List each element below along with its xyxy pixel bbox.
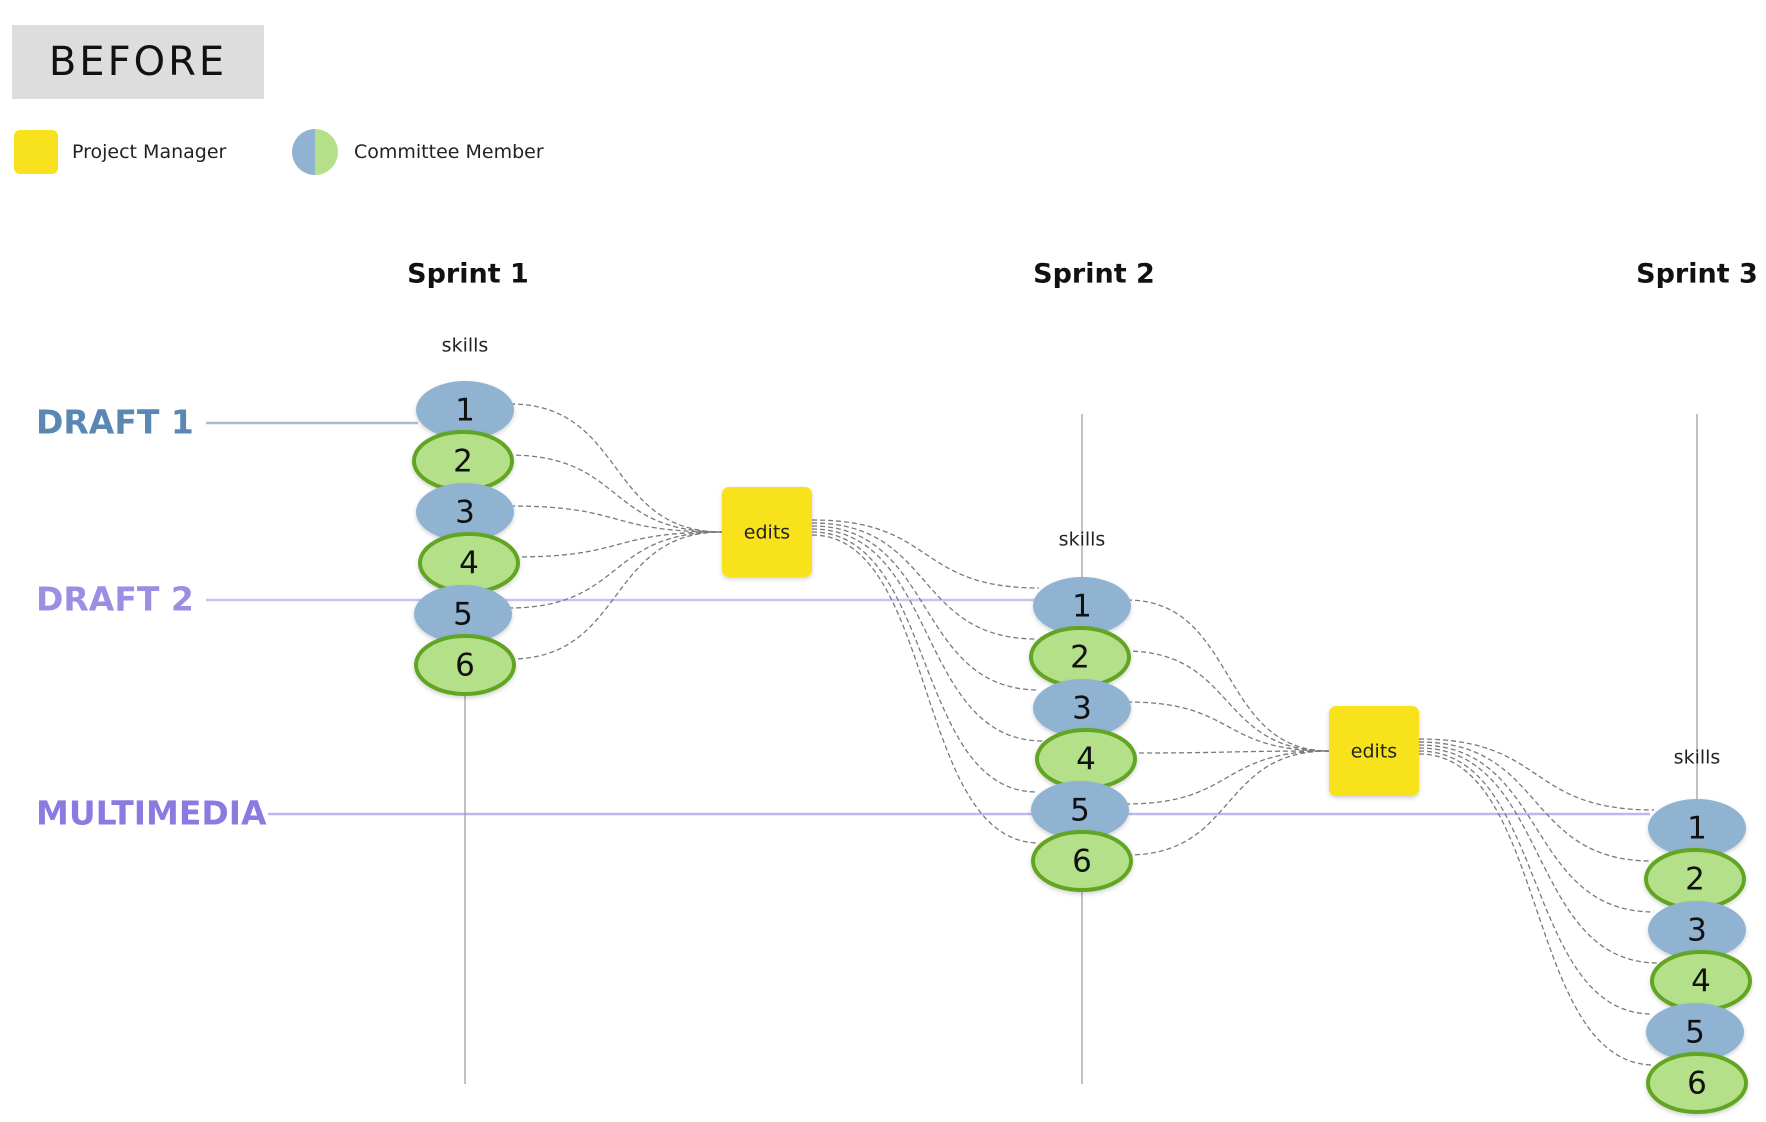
sprint-2-title: Sprint 2 — [1033, 259, 1155, 290]
before-title-box: BEFORE — [12, 25, 264, 99]
sprint-1-edits-label: edits — [744, 522, 790, 544]
sprint-2-edits-label: edits — [1351, 741, 1397, 763]
sprint-2-skills-label: skills — [1059, 529, 1106, 551]
connector-edits-2-to-sprint-3-member-6 — [1418, 753, 1655, 1066]
sprint-3-member-6-node — [1646, 1052, 1748, 1114]
legend-committee-member-label: Committee Member — [354, 141, 544, 163]
sprint-2-member-3-node — [1033, 679, 1131, 737]
sprint-1-member-5-label: 5 — [453, 597, 473, 633]
sprint-3-member-5-label: 5 — [1685, 1015, 1705, 1051]
sprint-3-title: Sprint 3 — [1636, 259, 1758, 290]
sprint-1-member-3-label: 3 — [455, 495, 475, 531]
sprint-1-member-5-node — [414, 585, 512, 643]
layer-nodes — [412, 381, 1752, 1114]
sprint-3-member-3-label: 3 — [1687, 913, 1707, 949]
legend-project-manager-label: Project Manager — [72, 141, 227, 163]
sprint-3-member-4-label: 4 — [1691, 964, 1711, 1000]
sprint-1-member-4-label: 4 — [459, 546, 479, 582]
connector-sprint-1-member-2-to-edits — [507, 454, 723, 533]
sprint-1-member-6-label: 6 — [455, 648, 475, 684]
connector-sprint-2-member-4-to-edits — [1130, 750, 1330, 754]
connector-edits-1-to-sprint-2-member-4 — [811, 528, 1044, 742]
project-manager-swatch — [14, 130, 58, 174]
connector-edits-2-to-sprint-3-member-1 — [1418, 738, 1655, 811]
connector-sprint-1-member-5-to-edits — [507, 531, 723, 609]
sprint-3-member-1-node — [1648, 799, 1746, 857]
sprint-3-member-6-label: 6 — [1687, 1066, 1707, 1102]
sprint-2-member-3-label: 3 — [1072, 691, 1092, 727]
connector-sprint-1-member-1-to-edits — [509, 403, 723, 533]
connector-edits-2-to-sprint-3-member-4 — [1418, 747, 1659, 964]
connector-sprint-1-member-3-to-edits — [509, 505, 723, 533]
sprint-2-member-1-node — [1033, 577, 1131, 635]
connector-sprint-1-member-6-to-edits — [509, 531, 723, 660]
connector-sprint-2-member-1-to-edits — [1126, 599, 1330, 752]
sprint-1-member-6-node — [414, 634, 516, 696]
connector-edits-1-to-sprint-2-member-6 — [811, 534, 1040, 844]
sprint-2-member-2-label: 2 — [1070, 640, 1090, 676]
sprint-2-member-5-label: 5 — [1070, 793, 1090, 829]
track-label-draft-2: DRAFT 2 — [36, 580, 194, 619]
connector-sprint-2-member-2-to-edits — [1124, 650, 1330, 752]
sprint-1-skills-label: skills — [442, 335, 489, 357]
layer-connectors — [507, 403, 1659, 1066]
connector-edits-1-to-sprint-2-member-2 — [811, 522, 1038, 640]
layer-text: DRAFT 1 DRAFT 2 MULTIMEDIA 1 2 3 4 5 6 1 2 3 4 5 6 1 2 3 4… — [36, 259, 1758, 1102]
connector-sprint-1-member-4-to-edits — [513, 531, 723, 558]
sprint-3-member-3-node — [1648, 901, 1746, 959]
connector-sprint-2-member-5-to-edits — [1124, 750, 1330, 805]
connector-edits-2-to-sprint-3-member-5 — [1418, 750, 1653, 1015]
sprint-3-skills-label: skills — [1674, 747, 1721, 769]
connector-edits-1-to-sprint-2-member-5 — [811, 531, 1038, 793]
sprint-1-member-2-label: 2 — [453, 444, 473, 480]
sprint-1-member-3-node — [416, 483, 514, 541]
sprint-2-edits-box — [1329, 706, 1419, 796]
sprint-1-member-1-label: 1 — [455, 393, 475, 429]
track-label-draft-1: DRAFT 1 — [36, 403, 194, 442]
sprint-3-member-5-node — [1646, 1003, 1744, 1061]
legend-committee-member: Committee Member — [292, 129, 544, 175]
sprint-3-member-1-label: 1 — [1687, 811, 1707, 847]
connector-sprint-2-member-3-to-edits — [1126, 701, 1330, 752]
sprint-1-edits-box — [722, 487, 812, 577]
sprint-2-member-6-node — [1031, 830, 1133, 892]
sprint-2-member-4-label: 4 — [1076, 742, 1096, 778]
connector-edits-2-to-sprint-3-member-3 — [1418, 744, 1655, 913]
connector-sprint-2-member-6-to-edits — [1126, 750, 1330, 856]
sprint-2-member-1-label: 1 — [1072, 589, 1092, 625]
connector-edits-1-to-sprint-2-member-3 — [811, 525, 1040, 691]
committee-member-swatch — [292, 129, 338, 175]
connector-edits-2-to-sprint-3-member-2 — [1418, 741, 1653, 862]
sprint-3-member-2-label: 2 — [1685, 862, 1705, 898]
legend-project-manager: Project Manager — [14, 129, 226, 175]
connector-edits-1-to-sprint-2-member-1 — [811, 519, 1040, 589]
track-label-multimedia: MULTIMEDIA — [36, 794, 267, 833]
sprint-1-title: Sprint 1 — [407, 259, 529, 290]
sprint-2-member-5-node — [1031, 781, 1129, 839]
page-title: BEFORE — [48, 39, 228, 85]
sprint-2-member-6-label: 6 — [1072, 844, 1092, 880]
sprint-1-member-1-node — [416, 381, 514, 439]
